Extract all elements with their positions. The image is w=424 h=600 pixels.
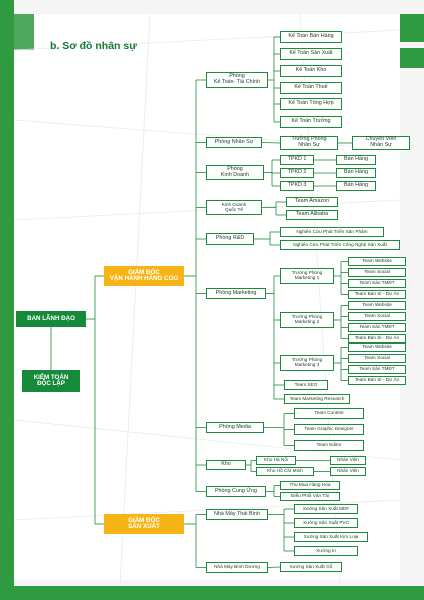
node-xin: Xưởng In [294, 546, 358, 556]
page-title: b. Sơ đồ nhân sự [50, 40, 137, 52]
node-m1d: Team Bán Sỉ - Dự Án [348, 290, 406, 299]
node-m2a: Team Website [348, 301, 406, 310]
node-ceo1: GIÁM ĐỐC VẬN HÀNH HÃNG COO [104, 266, 184, 286]
node-vantai: Điều Phối Vận Tải [280, 492, 340, 501]
node-cvns: Chuyên Viên Nhân Sự [352, 136, 410, 150]
node-m2c: Team Sàn TMĐT [348, 323, 406, 332]
node-bh3: Bán Hàng [336, 181, 376, 191]
node-m1b: Team Social [348, 268, 406, 277]
node-kt6: Kế Toán Trưởng [280, 116, 342, 128]
node-m1a: Team Website [348, 257, 406, 266]
node-kimloai: Xưởng Sản Xuất Kim Loại [294, 532, 368, 542]
node-m3b: Team Social [348, 354, 406, 363]
node-tpm3: Trưởng Phòng Marketing 3 [280, 355, 334, 371]
node-seo: Team SEO [284, 380, 328, 390]
node-kt1: Kế Toán Bán Hàng [280, 31, 342, 43]
node-m2d: Team Bán Sỉ - Dự Án [348, 334, 406, 343]
node-nv1: Nhân Viên [330, 456, 366, 465]
node-m2b: Team Social [348, 312, 406, 321]
node-tpkd1: TPKD 1 [280, 155, 314, 165]
node-rd: Phòng R&D [206, 233, 254, 245]
node-bh1: Bán Hàng [336, 155, 376, 165]
node-kt3: Kế Toán Kho [280, 65, 342, 77]
node-nhansu: Phòng Nhân Sự [206, 137, 262, 148]
node-khohn: Kho Hà Nội [256, 456, 296, 465]
node-rd2: Nghiên Cứu Phát Triển Công Nghệ Sản Xuất [280, 240, 400, 250]
node-mdf: Xưởng Sản Xuất MDF [294, 504, 358, 514]
node-marketing: Phòng Marketing [206, 288, 266, 299]
node-editor: Team Editor [294, 440, 364, 451]
node-kinhdoanh: Phòng Kinh Doanh [206, 165, 264, 180]
node-ketoan: Phòng Kế Toán- Tài Chính [206, 72, 268, 88]
node-kho: Kho [206, 460, 246, 470]
node-m3a: Team Website [348, 343, 406, 352]
node-m3d: Team Bán Sỉ - Dự Án [348, 376, 406, 385]
node-tpkd3: TPKD 3 [280, 181, 314, 191]
node-kt4: Kế Toán Thuế [280, 82, 342, 94]
node-go: Xưởng Sản Xuất Gỗ [280, 562, 342, 572]
node-root: BAN LÃNH ĐẠO [16, 311, 86, 327]
node-cungung: Phòng Cung Ứng [206, 486, 266, 497]
node-tpkd2: TPKD 2 [280, 168, 314, 178]
node-kdqt: Kinh Doanh Quốc Tế [206, 200, 262, 215]
node-media: Phòng Media [206, 422, 264, 433]
node-kt5: Kế Toán Tổng Hợp [280, 98, 342, 110]
node-content: Team Content [294, 408, 364, 419]
connector [267, 566, 281, 568]
node-alibaba: Team Alibaba [286, 210, 338, 220]
node-tpm1: Trưởng Phòng Marketing 1 [280, 268, 334, 284]
node-amazon: Team Amazon [286, 197, 338, 207]
node-tpm2: Trưởng Phòng Marketing 2 [280, 312, 334, 328]
node-rd1: Nghiên Cứu Phát Triển Sản Phẩm [280, 227, 384, 237]
node-thumua: Thu Mua Hàng Hóa [280, 481, 340, 490]
node-nmbd: Nhà Máy Bình Dương [206, 562, 268, 573]
node-m3c: Team Sàn TMĐT [348, 365, 406, 374]
node-research: Team Marketing Research [284, 394, 350, 404]
node-nv2: Nhân Viên [330, 467, 366, 476]
connector-lines [50, 36, 352, 568]
node-kt2: Kế Toán Sản Xuất [280, 48, 342, 60]
connector [261, 142, 281, 144]
node-nmtb: Nhà Máy Thái Bình [206, 509, 268, 520]
node-graphic: Team Graphic Designer [294, 424, 364, 435]
node-audit: KIỂM TOÁN ĐỘC LẬP [22, 370, 80, 392]
node-pvc: Xưởng Sản Xuất PVC [294, 518, 358, 528]
node-bh2: Bán Hàng [336, 168, 376, 178]
node-tpns: Trưởng Phòng Nhân Sự [280, 136, 338, 150]
node-m1c: Team Sàn TMĐT [348, 279, 406, 288]
node-khohcm: Kho Hồ Chí Minh [256, 467, 314, 476]
node-ceo2: GIÁM ĐỐC SẢN XUẤT [104, 514, 184, 534]
